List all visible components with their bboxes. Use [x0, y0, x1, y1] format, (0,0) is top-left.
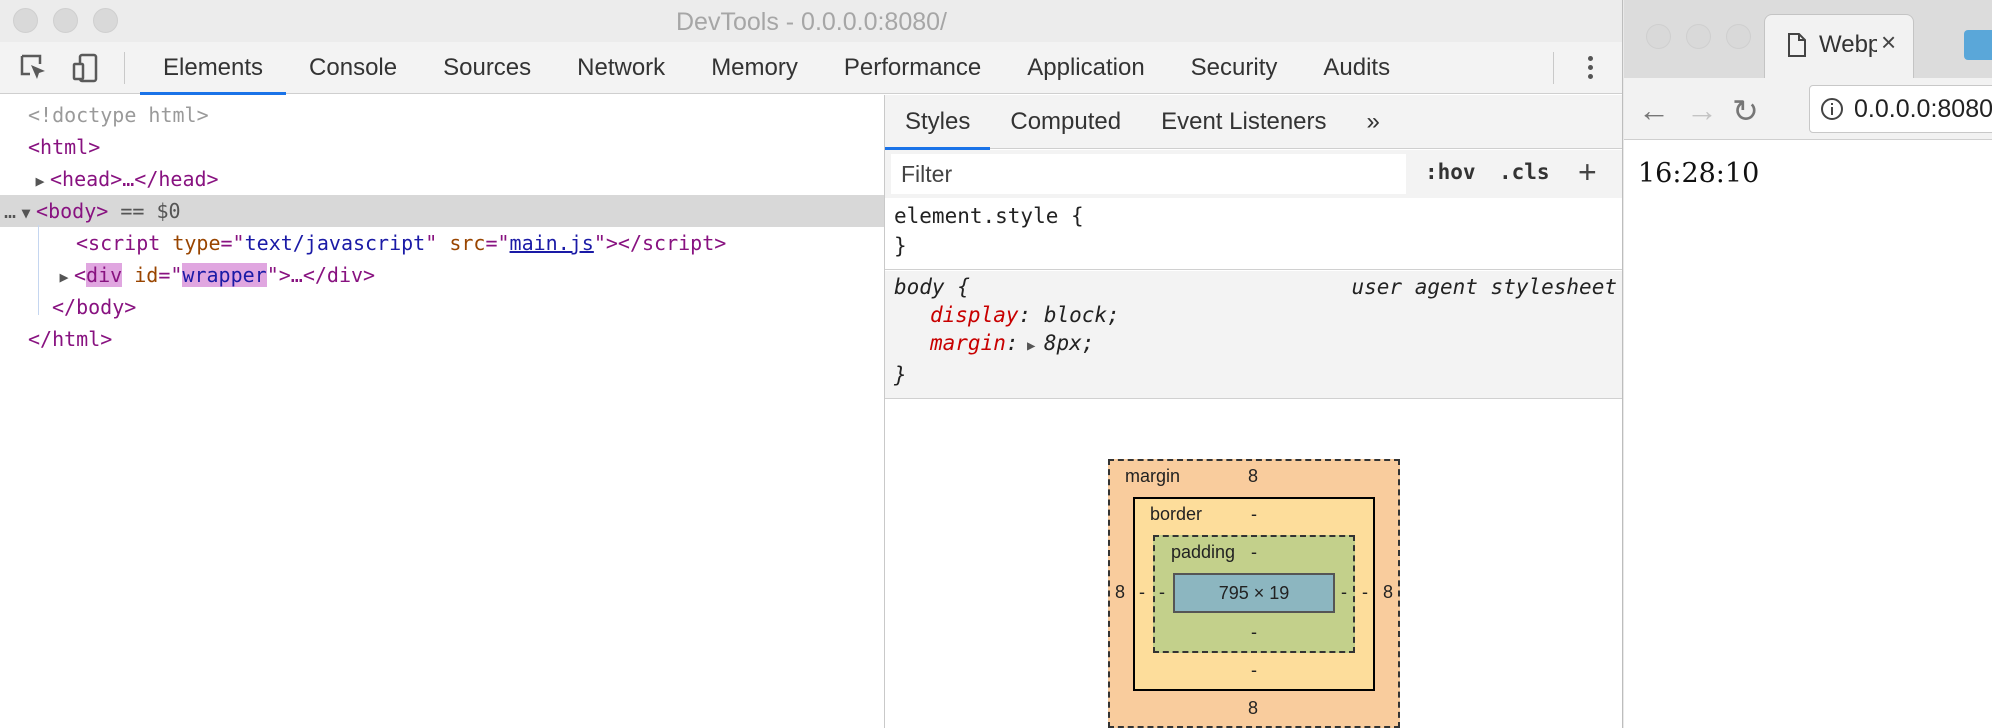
border-label: border	[1150, 504, 1203, 524]
browser-tabstrip: Webpage ×	[1624, 0, 1992, 78]
toolbar-separator	[1553, 52, 1554, 84]
info-icon[interactable]	[1820, 97, 1844, 121]
expand-triangle-icon[interactable]: ▶	[1018, 338, 1044, 354]
address-text: 0.0.0.0:8080	[1854, 95, 1992, 123]
device-toolbar-icon[interactable]	[70, 52, 102, 84]
collapse-triangle-icon[interactable]: ▼	[21, 204, 31, 222]
box-model-content[interactable]: 795 × 19	[1173, 573, 1335, 613]
close-window-button[interactable]	[13, 8, 38, 33]
close-window-button[interactable]	[1646, 24, 1671, 49]
minimize-window-button[interactable]	[1686, 24, 1711, 49]
padding-label: padding	[1171, 542, 1236, 562]
dom-node-div[interactable]: ▶<div id="wrapper">…</div>	[0, 259, 884, 291]
window-title: DevTools - 0.0.0.0:8080/	[676, 8, 947, 36]
dom-node-body[interactable]: …▼<body> == $0	[0, 195, 884, 227]
dom-node-head[interactable]: ▶<head>…</head>	[0, 163, 884, 195]
tab-performance[interactable]: Performance	[843, 54, 982, 81]
styles-filter-input[interactable]	[891, 154, 1406, 194]
more-options-icon[interactable]	[1580, 52, 1600, 84]
tab-sources[interactable]: Sources	[443, 54, 532, 81]
sidebar-tabs: Styles Computed Event Listeners »	[885, 95, 1622, 150]
reload-icon[interactable]: ↻	[1732, 93, 1759, 129]
inspect-element-icon[interactable]	[18, 52, 50, 84]
tab-application[interactable]: Application	[1027, 54, 1145, 81]
rule-selector[interactable]: body {	[894, 275, 970, 299]
rule-selector[interactable]: element.style {	[894, 204, 1084, 228]
devtools-tabs: Elements Console Sources Network Memory …	[140, 42, 1413, 95]
padding-bottom-value[interactable]: -	[1251, 622, 1257, 642]
border-top-value[interactable]: -	[1251, 504, 1257, 524]
page-clock-text: 16:28:10	[1638, 158, 1760, 189]
rule-close: }	[894, 363, 907, 387]
tab-elements[interactable]: Elements	[140, 42, 287, 95]
cls-toggle[interactable]: .cls	[1499, 160, 1550, 184]
margin-label: margin	[1125, 466, 1181, 486]
browser-window: Webpage × ← → ↻ 0.0.0.0:8080 16:28:10	[1624, 0, 1992, 728]
selected-node-marker: == $0	[108, 199, 181, 223]
node-actions-icon[interactable]: …	[4, 199, 17, 223]
dom-node-html-close[interactable]: </html>	[28, 327, 113, 351]
margin-bottom-value[interactable]: 8	[1248, 698, 1259, 718]
margin-top-value[interactable]: 8	[1248, 466, 1259, 486]
browser-tab-active[interactable]: Webpage ×	[1764, 14, 1914, 78]
styles-sidebar: Styles Computed Event Listeners » :hov .…	[885, 95, 1622, 728]
border-left-value[interactable]: -	[1139, 582, 1145, 602]
tab-computed[interactable]: Computed	[1010, 108, 1122, 135]
tab-security[interactable]: Security	[1190, 54, 1278, 81]
dom-node-doctype[interactable]: <!doctype html>	[28, 103, 209, 127]
border-bottom-value[interactable]: -	[1251, 660, 1257, 680]
tab-audits[interactable]: Audits	[1323, 54, 1391, 81]
browser-tab-extra[interactable]	[1964, 30, 1992, 60]
address-bar[interactable]: 0.0.0.0:8080	[1809, 85, 1992, 133]
new-style-rule-button[interactable]: +	[1578, 154, 1597, 190]
body-ua-rule: body { user agent stylesheet display: bl…	[885, 271, 1622, 399]
dom-node-html[interactable]: <html>	[28, 135, 101, 159]
styles-filter-bar: :hov .cls +	[885, 150, 1622, 198]
minimize-window-button[interactable]	[53, 8, 78, 33]
margin-left-value[interactable]: 8	[1115, 582, 1126, 602]
tab-event-listeners[interactable]: Event Listeners	[1161, 108, 1327, 135]
dom-tree: <!doctype html> <html> ▶<head>…</head> ……	[0, 95, 884, 728]
devtools-window: DevTools - 0.0.0.0:8080/ Elements Consol…	[0, 0, 1623, 728]
devtools-toolbar: Elements Console Sources Network Memory …	[0, 42, 1622, 95]
rule-source: user agent stylesheet	[1351, 275, 1617, 299]
element-style-rule: element.style { }	[885, 198, 1622, 270]
rule-close: }	[894, 234, 907, 258]
page-icon	[1788, 33, 1806, 57]
tab-network[interactable]: Network	[577, 54, 666, 81]
tab-console[interactable]: Console	[309, 54, 398, 81]
expand-triangle-icon[interactable]: ▶	[35, 172, 45, 190]
declaration-margin[interactable]: margin: ▶ 8px;	[930, 331, 1095, 355]
devtools-titlebar: DevTools - 0.0.0.0:8080/	[0, 0, 1622, 42]
back-icon[interactable]: ←	[1638, 92, 1670, 128]
toolbar-separator	[124, 52, 125, 84]
declaration-display[interactable]: display: block;	[930, 303, 1120, 327]
padding-top-value[interactable]: -	[1251, 542, 1257, 562]
dom-node-body-close[interactable]: </body>	[52, 295, 137, 319]
padding-right-value[interactable]: -	[1341, 582, 1347, 602]
tab-memory[interactable]: Memory	[711, 54, 798, 81]
close-tab-icon[interactable]: ×	[1881, 27, 1897, 57]
more-tabs-icon[interactable]: »	[1366, 108, 1380, 135]
browser-tab-title: Webpage	[1819, 31, 1877, 58]
script-src-link[interactable]: main.js	[509, 231, 594, 255]
margin-right-value[interactable]: 8	[1383, 582, 1394, 602]
tab-styles[interactable]: Styles	[885, 95, 991, 150]
dom-node-script[interactable]: <script type="text/javascript" src="main…	[76, 231, 727, 255]
hov-toggle[interactable]: :hov	[1425, 160, 1476, 184]
panel-divider[interactable]	[884, 95, 885, 728]
maximize-window-button[interactable]	[93, 8, 118, 33]
expand-triangle-icon[interactable]: ▶	[59, 268, 69, 286]
maximize-window-button[interactable]	[1726, 24, 1751, 49]
border-right-value[interactable]: -	[1362, 582, 1368, 602]
padding-left-value[interactable]: -	[1159, 582, 1165, 602]
forward-icon[interactable]: →	[1686, 92, 1718, 128]
indent-guide	[38, 225, 39, 315]
browser-navbar: ← → ↻ 0.0.0.0:8080	[1624, 78, 1992, 140]
